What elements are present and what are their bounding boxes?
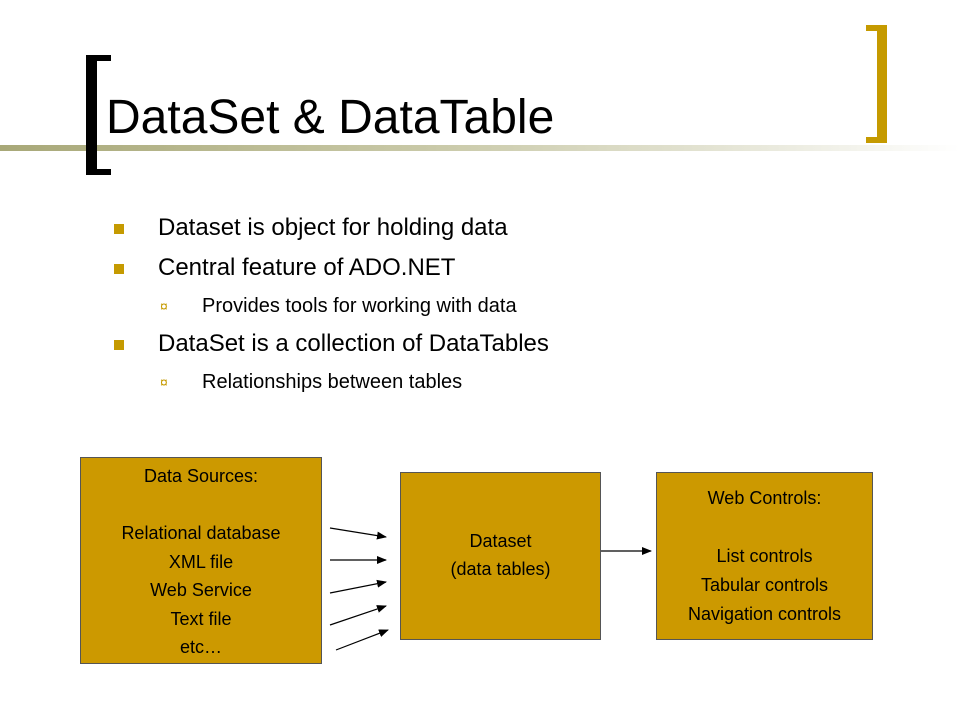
sub-bullet-text: Provides tools for working with data [202, 295, 517, 317]
data-source-item: XML file [168, 551, 234, 572]
bullet-text: Central feature of ADO.NET [158, 254, 456, 281]
web-control-item: Navigation controls [687, 604, 842, 624]
data-source-item: Text file [170, 608, 232, 629]
web-controls-heading: Web Controls: [707, 488, 822, 508]
bullet-item: Central feature of ADO.NET [110, 248, 890, 288]
data-sources-heading: Data Sources: [143, 466, 259, 486]
data-source-item: Relational database [121, 523, 281, 543]
bullet-item: Dataset is object for holding data [110, 208, 890, 248]
web-controls-box: Web Controls: List controls Tabular cont… [656, 472, 873, 640]
right-bracket-top [866, 25, 887, 31]
sub-bullet-item: ¤ Provides tools for working with data [110, 288, 890, 324]
right-bracket-bottom [866, 137, 887, 143]
bullet-text: Dataset is object for holding data [158, 214, 508, 241]
left-bracket-top [86, 55, 111, 61]
ornament-bullet-icon: ¤ [160, 374, 168, 390]
data-sources-box: Data Sources: Relational database XML fi… [80, 457, 322, 664]
data-source-item: Web Service [150, 580, 252, 600]
bullet-text: DataSet is a collection of DataTables [158, 330, 549, 357]
dataset-label: Dataset [469, 531, 532, 551]
web-control-item: Tabular controls [700, 575, 829, 595]
data-source-item: etc… [179, 637, 222, 657]
left-bracket-bottom [86, 169, 111, 175]
slide-title: DataSet & DataTable [106, 91, 555, 144]
ornament-bullet-icon: ¤ [160, 298, 168, 314]
sub-bullet-text: Relationships between tables [202, 371, 463, 393]
right-bracket-vertical [877, 25, 887, 143]
dataset-sublabel: (data tables) [450, 559, 551, 579]
dataset-box: Dataset (data tables) [400, 472, 601, 640]
source-arrow [329, 527, 387, 540]
bullet-item: DataSet is a collection of DataTables [110, 324, 890, 364]
web-control-item: List controls [716, 546, 813, 566]
source-arrow [329, 605, 387, 626]
bullet-list: Dataset is object for holding data Centr… [110, 208, 890, 400]
sub-bullet-item: ¤ Relationships between tables [110, 364, 890, 400]
source-arrow [335, 629, 389, 651]
left-bracket-vertical [86, 55, 97, 175]
source-arrow [329, 579, 387, 594]
title-underline-rule [0, 145, 960, 151]
